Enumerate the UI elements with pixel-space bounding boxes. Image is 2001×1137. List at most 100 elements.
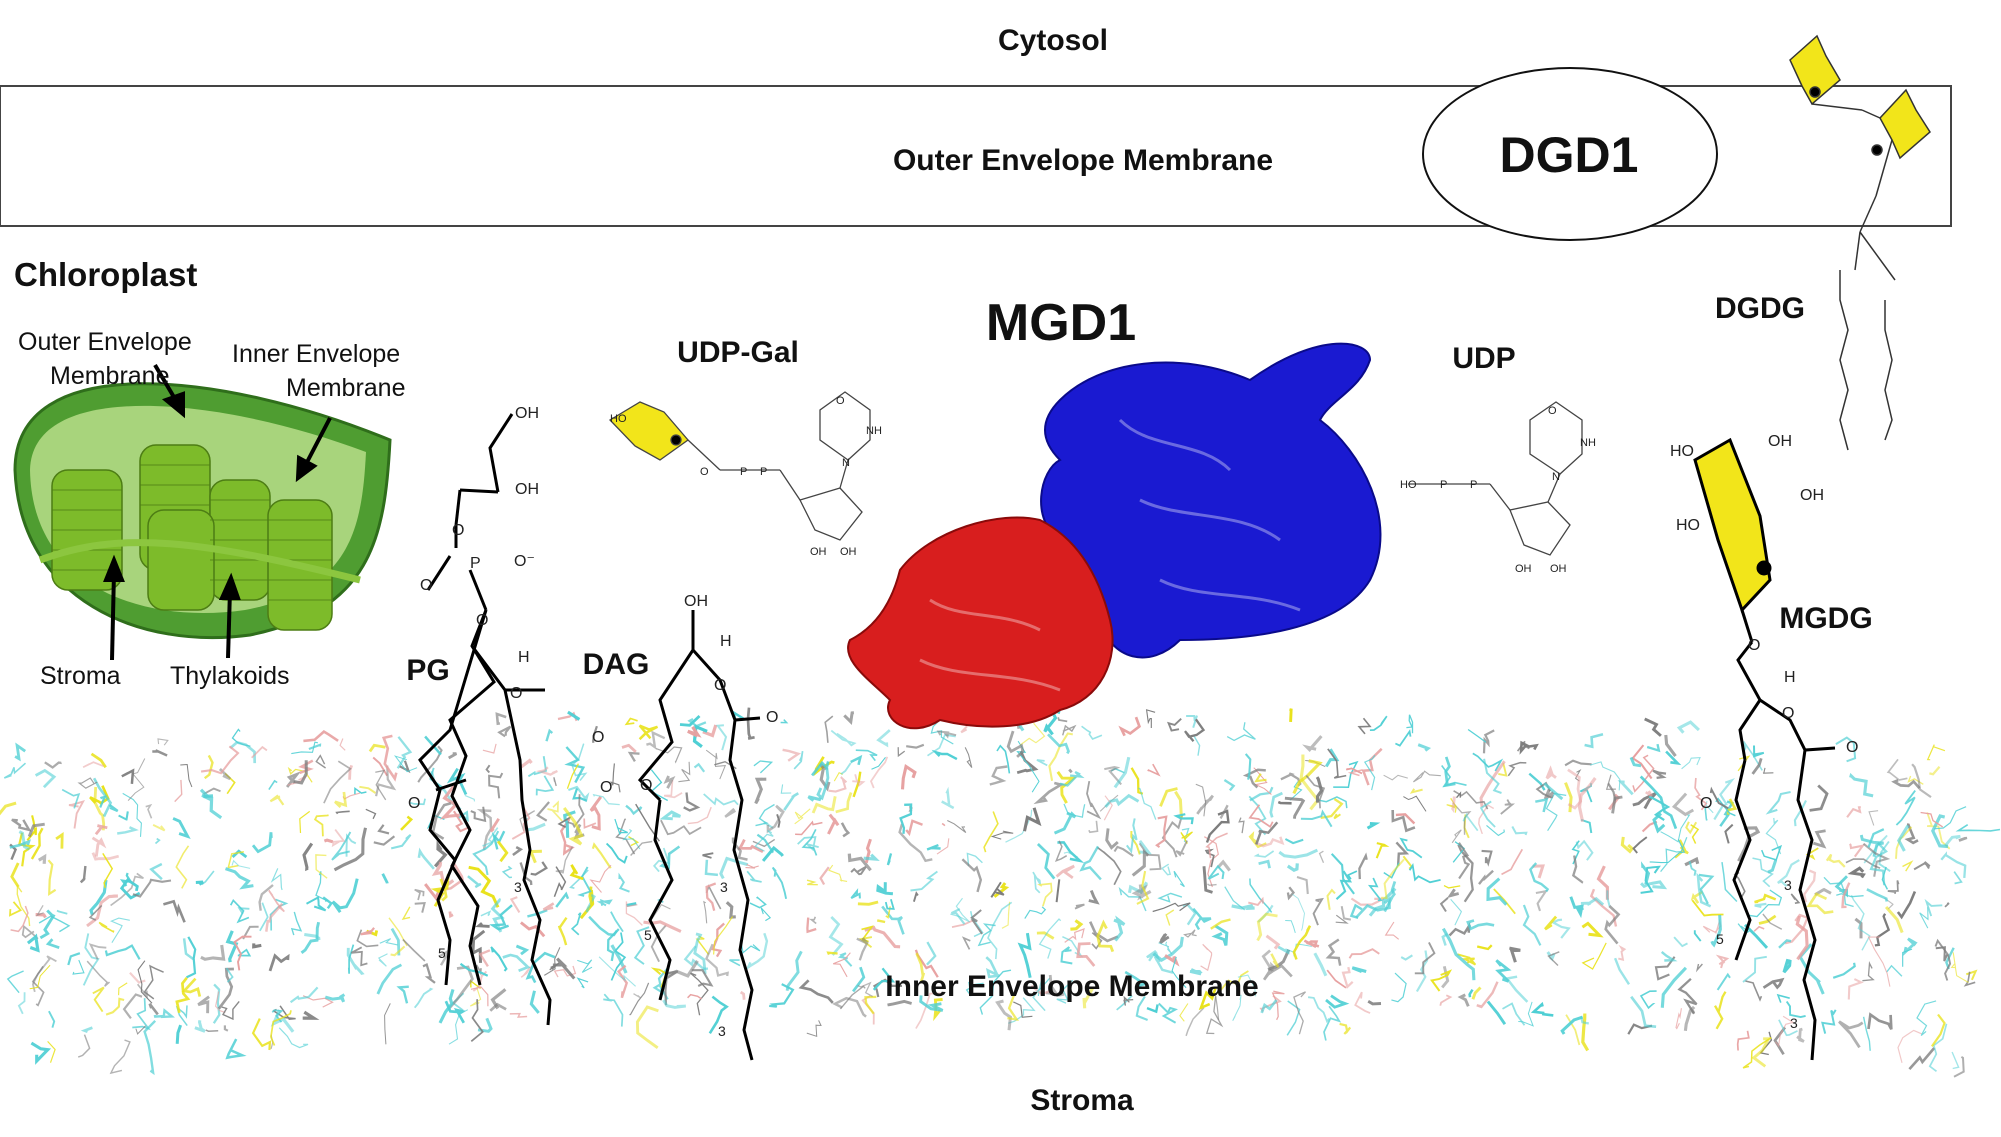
lipid-tail [1258,859,1271,869]
lipid-tail [1248,831,1267,849]
lipid-tail [643,920,682,933]
lipid-tail [610,911,624,933]
lipid-tail [1146,1004,1159,1014]
lipid-tail [630,840,653,856]
lipid-tail [490,988,507,1010]
lipid-tail [1363,754,1376,791]
lipid-tail [77,777,98,789]
lipid-tail [9,839,32,849]
lipid-tail [92,777,113,818]
lipid-tail [603,993,624,1027]
lipid-tail [396,736,413,769]
lipid-tail [93,786,106,831]
lipid-tail [629,982,650,1016]
lipid-tail [1704,806,1708,821]
lipid-tail [205,1029,219,1032]
lipid-tail [1683,1005,1696,1031]
lipid-tail [429,767,443,788]
lipid-tail [1696,872,1712,908]
lipid-tail [1897,1029,1922,1063]
lipid-tail [816,767,830,801]
lipid-tail [1036,843,1056,880]
lipid-tail [334,791,348,808]
lipid-tail [557,816,572,828]
lipid-tail [1569,896,1584,919]
lipid-tail [1685,821,1698,835]
lipid-tail [1930,1013,1946,1048]
lipid-tail [475,922,490,928]
lipid-tail [1448,921,1471,937]
lipid-tail [1849,772,1874,798]
lipid-tail [1302,735,1323,752]
lipid-tail [302,842,314,872]
svg-text:O: O [640,777,652,794]
lipid-tail [1395,841,1410,866]
lipid-tail [598,956,636,987]
lipid-tail [145,803,153,819]
lipid-tail [1408,863,1441,884]
lipid-tail [1751,757,1763,775]
lipid-tail [152,749,168,757]
protein-structure-icon [847,342,1382,730]
lipid-tail [333,827,368,872]
lipid-tail [237,948,252,957]
lipid-tail [705,943,729,977]
lipid-tail [1571,840,1580,865]
lipid-tail [852,966,866,993]
lipid-tail [1439,897,1449,913]
lipid-tail [323,838,334,844]
lipid-tail [1695,963,1703,973]
lipid-tail [252,943,262,949]
lipid-tail [824,715,834,743]
lipid-tail [1205,809,1230,843]
lipid-tail [990,881,1005,898]
lipid-tail [1036,759,1048,767]
lipid-tail [132,998,151,1031]
lipid-tail [414,888,425,901]
lipid-tail [864,925,901,949]
svg-text:5: 5 [1716,931,1724,947]
lipid-tail [1646,743,1661,753]
lipid-tail [373,835,396,846]
lipid-tail [21,924,39,940]
lipid-tail [1096,919,1115,953]
lipid-tail [82,761,104,769]
lipid-tail [638,724,659,741]
lipid-tail [915,992,941,1029]
lipid-tail [1884,906,1904,934]
lipid-tail [1565,1014,1581,1046]
lipid-tail [1958,836,1968,842]
lipid-tail [225,930,239,963]
lipid-tail [555,846,574,874]
lipid-tail [268,890,285,913]
lipid-tail [1751,1037,1772,1068]
lipid-tail [897,747,906,758]
lipid-tail [1205,832,1228,859]
lipid-tail [1293,991,1306,1035]
cytosol-label: Cytosol [998,24,1108,57]
lipid-tail [1950,952,1969,983]
lipid-tail [1765,790,1791,815]
lipid-tail [1326,888,1336,910]
lipid-tail [45,938,60,949]
lipid-tail [1198,988,1217,1011]
lipid-tail [368,743,386,753]
lipid-tail [1640,880,1668,890]
lipid-tail [1131,884,1152,901]
lipid-tail [785,950,803,992]
lipid-tail [501,865,513,879]
mgdg-label: MGDG [1779,602,1872,635]
lipid-tail [495,712,507,726]
lipid-tail [570,912,582,936]
lipid-tail [375,765,397,797]
lipid-tail [1886,964,1903,977]
lipid-tail [1284,838,1304,845]
lipid-tail [91,852,120,861]
svg-text:P: P [1440,479,1447,491]
lipid-tail [725,901,736,919]
lipid-tail [346,947,365,976]
inner-envelope-label-line2: Membrane [286,374,406,402]
lipid-tail [745,932,769,971]
lipid-tail [1173,813,1194,825]
svg-text:5: 5 [438,945,446,961]
